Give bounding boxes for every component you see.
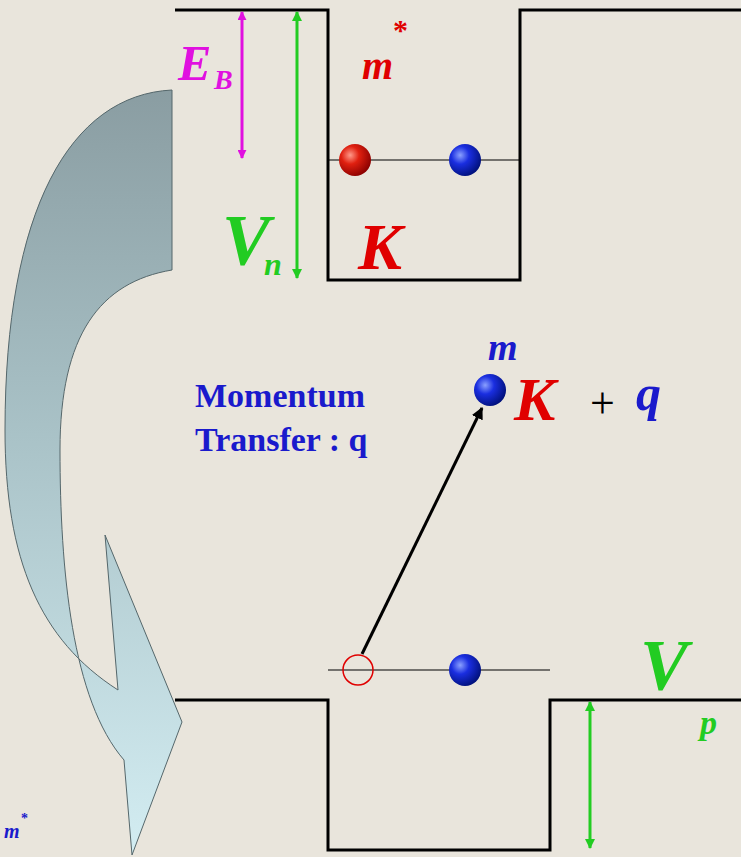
red-particle (339, 144, 371, 176)
caption-line: Momentum (195, 379, 365, 413)
symbol-letter: V (222, 204, 270, 276)
transfer-symbol: q (636, 368, 661, 418)
hole (343, 655, 373, 685)
binding-energy-arrow (241, 12, 244, 158)
momentum-symbol: K (514, 368, 555, 430)
plus-sign: + (590, 382, 615, 426)
transfer-arrow (5, 90, 182, 855)
well-depth-arrow (296, 12, 299, 278)
caption-line: Transfer : q (195, 423, 368, 457)
subscript: B (214, 66, 233, 94)
knockout-arrow (362, 408, 482, 654)
momentum-symbol: K (358, 214, 402, 280)
symbol-letter: V (640, 629, 688, 701)
neutron-well (175, 10, 741, 280)
superscript: * (393, 15, 408, 45)
subscript: p (700, 706, 717, 740)
mass-symbol: m (4, 821, 20, 841)
energy-level (328, 669, 550, 670)
blue-particle (449, 144, 481, 176)
mass-symbol: m (362, 46, 393, 86)
blue-particle (449, 654, 481, 686)
mass-symbol: m (488, 328, 518, 366)
subscript: n (264, 248, 282, 280)
proton-well (175, 700, 741, 850)
superscript: * (21, 812, 28, 826)
symbol-letter: E (178, 38, 211, 88)
well-depth-arrow (589, 702, 592, 848)
ejected-particle (474, 374, 506, 406)
